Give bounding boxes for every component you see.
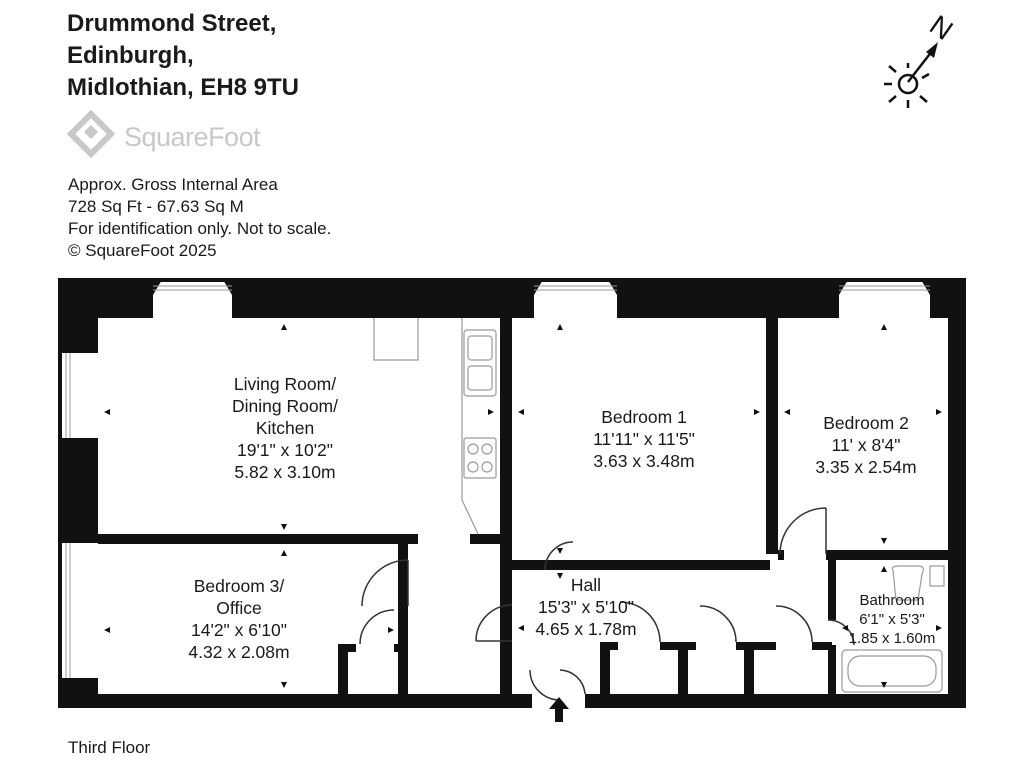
bedroom-3-imperial: 14'2" x 6'10": [191, 620, 287, 640]
living-room-imperial: 19'1" x 10'2": [237, 440, 333, 460]
bedroom-3-name-2: Office: [216, 598, 262, 618]
squarefoot-logo-icon: [66, 110, 116, 159]
floor-label: Third Floor: [68, 738, 151, 757]
property-address: Drummond Street, Edinburgh, Midlothian, …: [67, 8, 299, 104]
area-info-line-1: Approx. Gross Internal Area: [68, 175, 278, 194]
bedroom-1-name: Bedroom 1: [601, 407, 687, 427]
area-info-line-3: For identification only. Not to scale.: [68, 219, 332, 238]
room-hall: Hall 15'3" x 5'10" 4.65 x 1.78m: [535, 574, 636, 640]
bedroom-2-metric: 3.35 x 2.54m: [815, 457, 917, 477]
living-room-metric: 5.82 x 3.10m: [234, 462, 336, 482]
address-line-3: Midlothian, EH8 9TU: [67, 74, 300, 101]
living-room-name-1: Living Room/: [233, 374, 337, 394]
hall-metric: 4.65 x 1.78m: [535, 619, 637, 639]
bedroom-3-metric: 4.32 x 2.08m: [188, 642, 290, 662]
compass-rose: N: [872, 8, 972, 128]
living-room-name-2: Dining Room/: [231, 396, 339, 416]
hall-name: Hall: [570, 575, 602, 595]
bathroom-name: Bathroom: [859, 592, 925, 609]
bathroom-fixtures: [841, 565, 945, 693]
room-bedroom-1: Bedroom 1 11'11" x 11'5" 3.63 x 3.48m: [593, 406, 695, 472]
bedroom-3-name-1: Bedroom 3/: [193, 576, 285, 596]
bathroom-imperial: 6'1" x 5'3": [859, 611, 925, 628]
bedroom-2-imperial: 11' x 8'4": [831, 435, 901, 455]
area-info-line-2: 728 Sq Ft - 67.63 Sq M: [68, 197, 244, 216]
kitchen-fixtures: [373, 318, 497, 535]
room-bedroom-2: Bedroom 2 11' x 8'4" 3.35 x 2.54m: [815, 412, 916, 478]
address-line-1: Drummond Street,: [67, 10, 277, 37]
bathroom-metric: 1.85 x 1.60m: [848, 630, 936, 647]
bedroom-1-imperial: 11'11" x 11'5": [593, 429, 695, 449]
area-info-line-4: © SquareFoot 2025: [68, 241, 217, 260]
logo-text: SquareFoot: [124, 122, 261, 152]
bedroom-1-metric: 3.63 x 3.48m: [593, 451, 695, 471]
room-living-dining-kitchen: Living Room/ Dining Room/ Kitchen 19'1" …: [232, 373, 338, 483]
dimension-markers: [104, 324, 942, 688]
bedroom-2-name: Bedroom 2: [823, 413, 909, 433]
address-line-2: Edinburgh,: [67, 42, 194, 69]
room-bathroom: Bathroom 6'1" x 5'3" 1.85 x 1.60m: [849, 591, 936, 648]
entrance-arrow-icon: [549, 697, 569, 722]
area-info: Approx. Gross Internal Area 728 Sq Ft - …: [68, 174, 331, 262]
squarefoot-logo: SquareFoot: [66, 110, 296, 166]
doors: [359, 507, 855, 701]
hall-imperial: 15'3" x 5'10": [538, 597, 634, 617]
windows: [65, 285, 930, 678]
compass-icon: N: [884, 9, 958, 108]
walls: [58, 278, 966, 708]
room-bedroom-3-office: Bedroom 3/ Office 14'2" x 6'10" 4.32 x 2…: [188, 575, 289, 663]
living-room-name-3: Kitchen: [255, 418, 315, 438]
